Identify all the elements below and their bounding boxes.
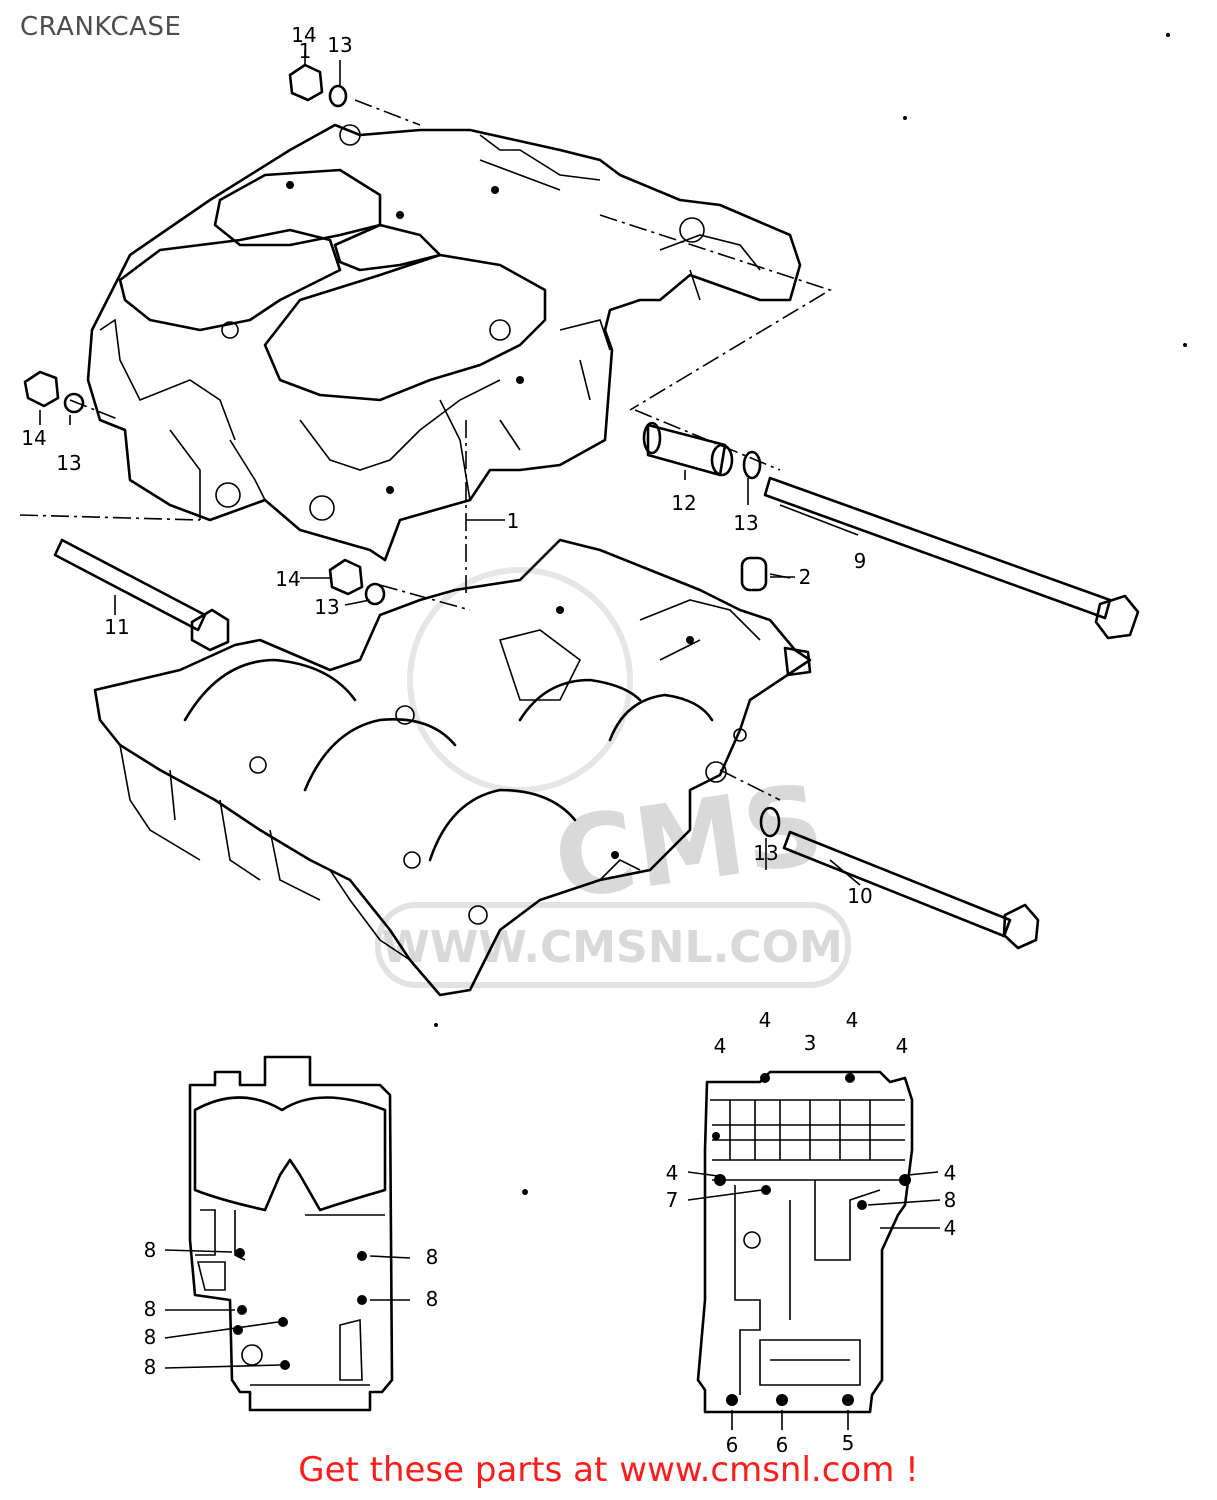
callout-8-l4: 8 bbox=[144, 1297, 157, 1321]
lower-crankcase bbox=[93, 538, 812, 997]
footer-site-link[interactable]: www.cmsnl.com ! bbox=[619, 1450, 919, 1490]
callout-1-top: 1 bbox=[299, 39, 312, 63]
callout-8-l2: 8 bbox=[426, 1245, 439, 1269]
lower-case-bottom-view bbox=[687, 1070, 941, 1430]
callout-4-f: 4 bbox=[944, 1161, 957, 1185]
callout-5: 5 bbox=[842, 1431, 855, 1455]
watermark-text: WWW.CMSNL.COM bbox=[381, 922, 843, 973]
callout-6-b: 6 bbox=[776, 1433, 789, 1457]
callout-13-mid: 13 bbox=[733, 511, 758, 535]
footer-promo: Get these parts at www.cmsnl.com ! bbox=[0, 1450, 1217, 1490]
callout-4-g: 4 bbox=[944, 1216, 957, 1240]
callout-1-mid: 1 bbox=[507, 509, 520, 533]
callout-3: 3 bbox=[804, 1031, 817, 1055]
callout-14-left: 14 bbox=[21, 426, 46, 450]
callout-12: 12 bbox=[671, 491, 696, 515]
callout-8-l5: 8 bbox=[144, 1325, 157, 1349]
callout-6-a: 6 bbox=[726, 1433, 739, 1457]
callout-4-b: 4 bbox=[846, 1008, 859, 1032]
callout-4-a: 4 bbox=[759, 1008, 772, 1032]
callout-11: 11 bbox=[104, 615, 129, 639]
callout-8-l3: 8 bbox=[426, 1287, 439, 1311]
callout-8-l6: 8 bbox=[144, 1355, 157, 1379]
page-title: CRANKCASE bbox=[20, 12, 182, 42]
upper-crankcase bbox=[86, 123, 802, 562]
watermark: WWW.CMSNL.COM CMS bbox=[375, 567, 851, 988]
upper-case-bottom-view bbox=[164, 1055, 411, 1412]
callout-13-center: 13 bbox=[314, 595, 339, 619]
watermark-logo: CMS bbox=[547, 760, 832, 924]
callout-4-e: 4 bbox=[666, 1161, 679, 1185]
leader-lines bbox=[39, 50, 861, 886]
callout-4-c: 4 bbox=[714, 1034, 727, 1058]
callout-8-right: 8 bbox=[944, 1188, 957, 1212]
callout-7: 7 bbox=[666, 1188, 679, 1212]
callout-13-top: 13 bbox=[327, 33, 352, 57]
callout-13-low: 13 bbox=[753, 841, 778, 865]
callout-8-l1: 8 bbox=[144, 1238, 157, 1262]
callout-10: 10 bbox=[847, 884, 872, 908]
callout-14-top: 14 bbox=[291, 23, 316, 47]
callout-labels: 14 1 13 14 13 12 13 9 1 2 14 13 11 13 10… bbox=[21, 23, 956, 1457]
footer-lead-text: Get these parts at bbox=[298, 1450, 608, 1490]
alignment-lines bbox=[19, 99, 832, 801]
callout-9: 9 bbox=[854, 549, 867, 573]
callout-2: 2 bbox=[799, 565, 812, 589]
callout-4-d: 4 bbox=[896, 1034, 909, 1058]
callout-14-center: 14 bbox=[275, 567, 300, 591]
callout-13-left: 13 bbox=[56, 451, 81, 475]
